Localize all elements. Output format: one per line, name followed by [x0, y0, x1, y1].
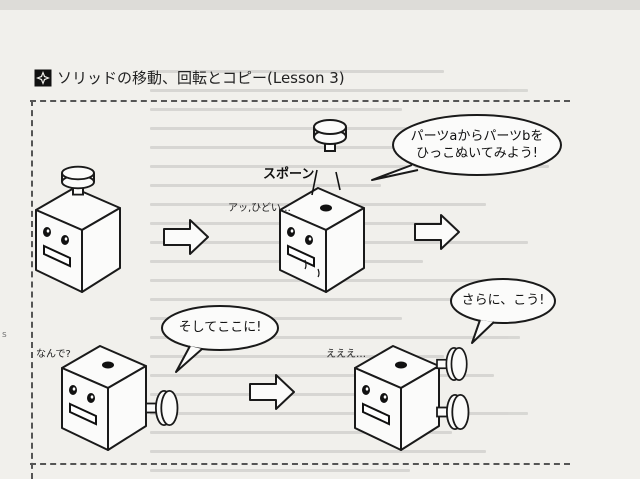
- speech-bubble-right: [450, 278, 556, 344]
- margin-note: s: [2, 330, 7, 340]
- speech-bubble-top: [371, 114, 562, 181]
- top-dashed-rule: [30, 100, 570, 102]
- bubble-top-text: パーツaからパーツbを ひっこぬいてみよう!: [400, 128, 554, 162]
- cross-mark-icon: [34, 69, 52, 86]
- aside-why: なんで?: [36, 349, 71, 360]
- cube-scene-3: [61, 345, 179, 451]
- cube-scene-2: [279, 119, 365, 293]
- section-heading: ソリッドの移動、回転とコピー(Lesson 3): [34, 67, 345, 88]
- bottom-dashed-rule: [30, 463, 570, 465]
- cube-scene-1: [35, 165, 121, 293]
- cube-scene-4: [354, 345, 470, 451]
- bubble-right-text: さらに、こう!: [461, 293, 545, 308]
- arrow-2: [414, 214, 460, 250]
- bubble-top-line-2: ひっこぬいてみよう!: [416, 146, 538, 161]
- bubble-top-line-1: パーツaからパーツbを: [410, 129, 544, 144]
- speech-bubble-middle: [161, 305, 279, 373]
- left-dashed-rule: [31, 100, 33, 479]
- arrow-3: [249, 374, 295, 410]
- aside-ouch: アッ,ひどい…: [228, 203, 291, 214]
- bubble-middle-text: そしてここに!: [178, 320, 262, 335]
- aside-eee: えええ…: [326, 349, 366, 360]
- spawn-label: スポーン: [263, 167, 315, 182]
- arrow-1: [163, 219, 209, 255]
- section-title: ソリッドの移動、回転とコピー(Lesson 3): [57, 69, 345, 87]
